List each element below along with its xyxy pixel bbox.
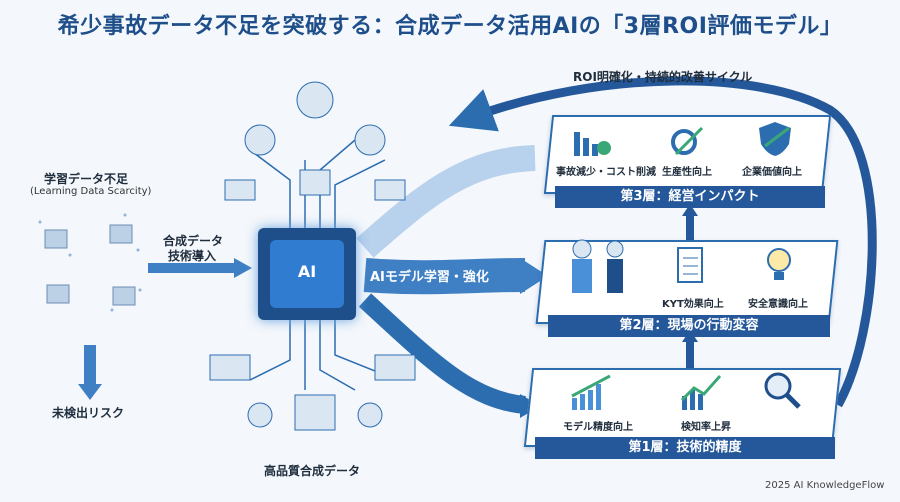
intro-label-2: 技術導入 [168, 249, 217, 263]
flow-to-layer2 [363, 258, 526, 295]
layer-3-item-3: 企業価値向上 [742, 167, 802, 178]
synthetic-data-cluster-icon [200, 335, 430, 445]
footer-credit: 2025 AI KnowledgeFlow [765, 480, 885, 491]
shield-icon [755, 120, 795, 158]
lightbulb-icon [765, 246, 793, 286]
page-title: 希少事故データ不足を突破する：合成データ活用AIの「3層ROI評価モデル」 [57, 14, 843, 39]
problem-sublabel: (Learning Data Scarcity) [30, 186, 152, 197]
cycle-label: ROI明確化・持続的改善サイクル [573, 70, 753, 84]
training-arrow-label: AIモデル学習・強化 [370, 270, 489, 285]
layer-3-item-1: 事故減少・コスト削減 [556, 167, 656, 178]
synthetic-data-label: 高品質合成データ [264, 464, 361, 478]
scattered-data-icon [35, 215, 145, 325]
layer-3-label: 第3層：経営インパクト [555, 186, 825, 208]
ai-chip-icon: AI [258, 228, 356, 320]
layer-1-item-2: 検知率上昇 [681, 422, 731, 433]
intro-label-1: 合成データ [163, 234, 224, 248]
factory-workers-cluster-icon [200, 70, 430, 220]
risk-label: 未検出リスク [52, 406, 125, 420]
cost-chart-icon [572, 122, 612, 158]
worker-with-tablet-icon [560, 235, 630, 305]
checklist-icon [676, 246, 708, 286]
magnifier-icon [762, 370, 802, 410]
gear-growth-icon [668, 122, 708, 158]
layer-2-item-2: 安全意識向上 [748, 299, 808, 310]
flow-to-layer1 [358, 293, 527, 414]
layer-2-item-1: KYT効果向上 [662, 299, 724, 310]
ai-chip-text: AI [297, 262, 317, 281]
layer-2-label: 第2層：現場の行動変容 [548, 315, 830, 337]
cycle-arrow [448, 76, 877, 408]
detection-rate-icon [680, 372, 724, 412]
layer-3-item-2: 生産性向上 [662, 167, 712, 178]
problem-label: 学習データ不足 [44, 172, 129, 186]
layer-1-item-1: モデル精度向上 [563, 422, 633, 433]
layer-1-label: 第1層：技術的精度 [535, 437, 835, 459]
flow-to-layer3 [356, 145, 536, 258]
accuracy-chart-icon [570, 372, 616, 412]
